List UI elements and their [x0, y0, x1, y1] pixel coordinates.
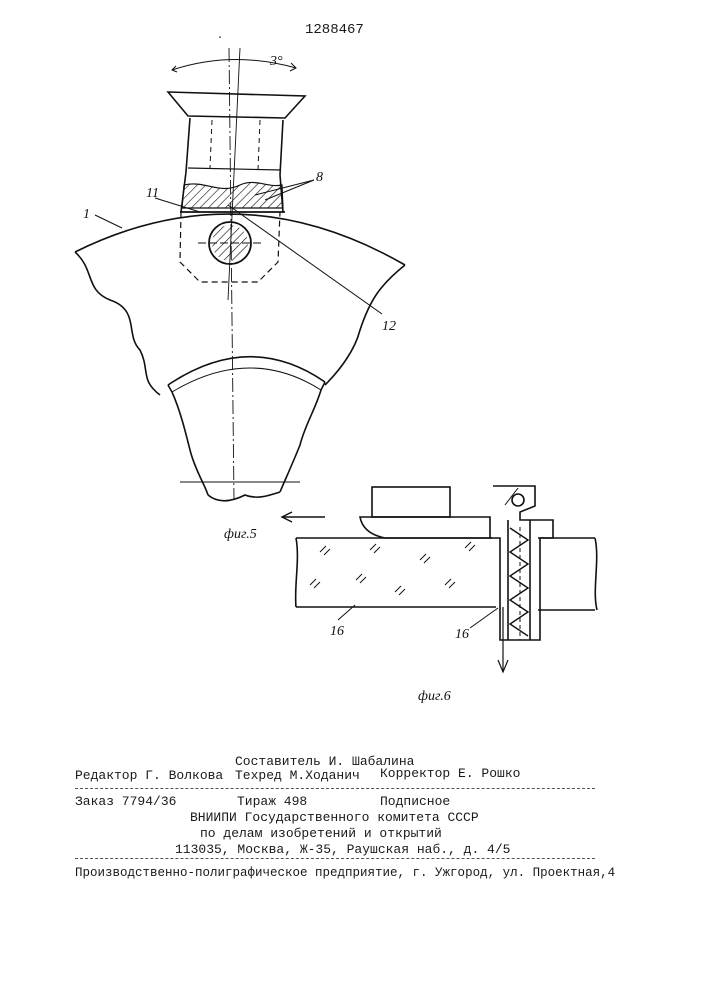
- fig6-caption: фиг.6: [418, 689, 451, 704]
- enterprise: Производственно-полиграфическое предприя…: [75, 866, 615, 880]
- affairs: по делам изобретений и открытий: [200, 826, 442, 841]
- glass-hatching: [310, 542, 475, 595]
- fig5-caption: фиг.5: [224, 527, 257, 542]
- callout-1: 1: [83, 207, 90, 222]
- angle-label: 3°: [269, 54, 283, 69]
- center-line-main: [229, 48, 234, 500]
- techred: Техред М.Ходанич: [235, 768, 360, 783]
- hub-arc-inner: [172, 368, 321, 392]
- shaft-left-break: [172, 392, 208, 495]
- order-number: Заказ 7794/36: [75, 794, 176, 809]
- divider-2: [75, 858, 595, 859]
- subscription: Подписное: [380, 794, 450, 809]
- institute: ВНИИПИ Государственного комитета СССР: [190, 810, 479, 825]
- knife: [360, 517, 490, 538]
- circulation: Тираж 498: [237, 794, 307, 809]
- wheel-left-break: [75, 252, 160, 395]
- corrector: Корректор Е. Рошко: [380, 766, 520, 781]
- top-block: [372, 487, 450, 517]
- callout-16-right: 16: [455, 627, 469, 642]
- svg-text:·: ·: [218, 31, 222, 46]
- editor: Редактор Г. Волкова: [75, 768, 223, 783]
- technical-drawing: · 3° 1 11 8 12 фиг.5: [0, 0, 707, 720]
- shaft-right-break: [280, 390, 321, 492]
- shaft-bottom-break: [208, 492, 280, 501]
- divider-1: [75, 788, 595, 789]
- callout-11: 11: [146, 186, 159, 201]
- callout-8: 8: [316, 170, 323, 185]
- hub-arc-outer: [168, 357, 325, 385]
- callout-16-left: 16: [330, 624, 344, 639]
- figure-5: [75, 48, 405, 501]
- figure-6: [296, 486, 597, 672]
- callout-12: 12: [382, 319, 396, 334]
- glass-plate: [296, 538, 496, 607]
- zigzag-teeth: [510, 528, 528, 636]
- address: 113035, Москва, Ж-35, Раушская наб., д. …: [175, 842, 510, 857]
